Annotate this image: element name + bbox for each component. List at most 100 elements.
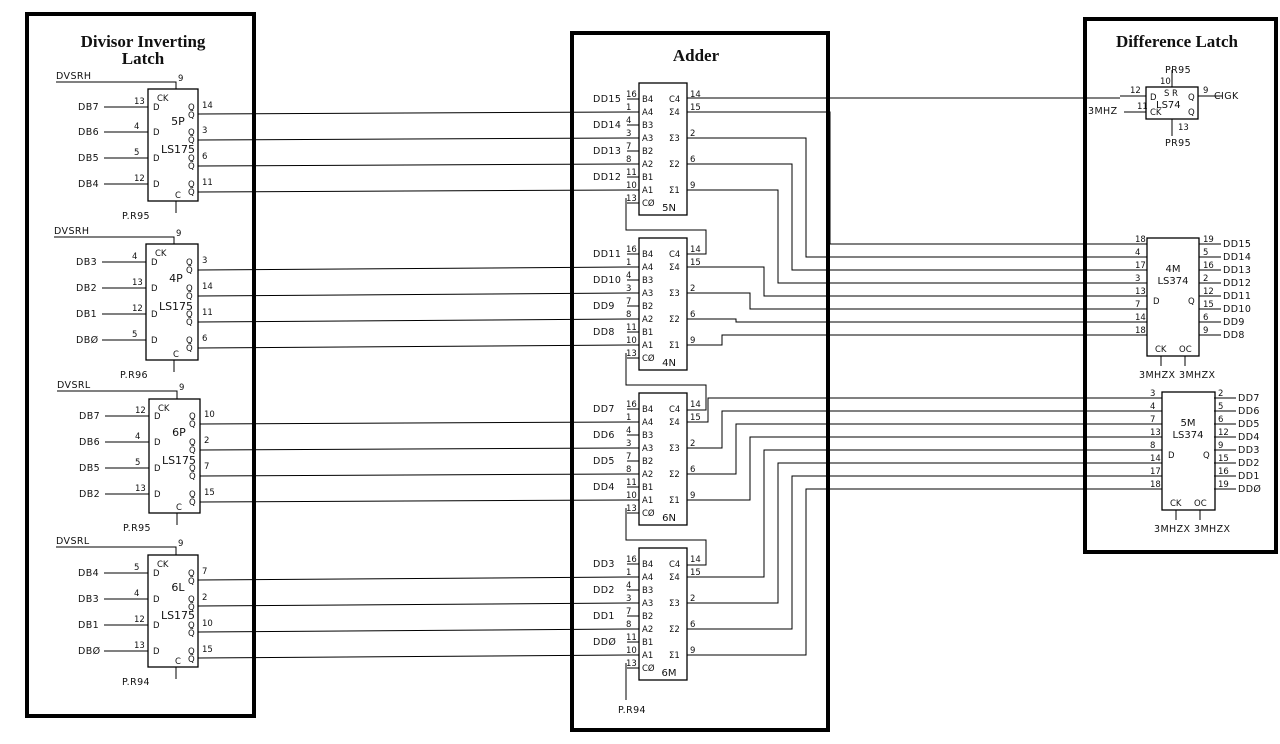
adder-out-label: Σ3 xyxy=(669,289,680,299)
latch-to-adder-wire xyxy=(197,189,628,193)
latch-input-pin: 13 xyxy=(135,484,146,494)
latch-d-label: D xyxy=(154,490,161,500)
reg4m-out-label: DD9 xyxy=(1223,317,1245,328)
latch-d-label: D xyxy=(154,438,161,448)
adder-out-label: Σ2 xyxy=(669,470,680,480)
adder-out-label: Σ2 xyxy=(669,315,680,325)
latch-output-pin: 3 xyxy=(202,256,207,266)
adder-pin-label: A2 xyxy=(642,315,653,325)
adder-out-pin: 2 xyxy=(690,439,695,449)
reg4m-out-label: DD10 xyxy=(1223,304,1251,315)
reg4m-out-pin: 5 xyxy=(1203,248,1208,258)
svg-text:LS74: LS74 xyxy=(1156,100,1181,111)
latch-to-adder-wire xyxy=(197,602,628,607)
reg4m-in-pin: 14 xyxy=(1135,313,1146,323)
reg5m-out-label: DD4 xyxy=(1238,432,1260,443)
latch-input-label: DB7 xyxy=(78,102,99,113)
adder-pin-number: 10 xyxy=(626,646,637,656)
adder-input-label: DD8 xyxy=(593,327,615,338)
latch-to-adder-wire xyxy=(197,137,628,141)
adder-pin-label: A2 xyxy=(642,470,653,480)
adder-pin-label: A1 xyxy=(642,341,653,351)
latch-qbar-label: Q̄ xyxy=(188,653,195,665)
adder-pin-number: 7 xyxy=(626,297,631,307)
latch-q-label: Q xyxy=(188,621,195,631)
latch-input-pin: 4 xyxy=(135,432,140,442)
latch-to-adder-wire xyxy=(197,292,628,297)
latch-qbar-label: Q̄ xyxy=(188,186,195,198)
adder-pin-label: A3 xyxy=(642,134,653,144)
reg5m-out-pin: 9 xyxy=(1218,441,1223,451)
adder-input-label: DD15 xyxy=(593,94,621,105)
latch-to-adder-wire xyxy=(199,499,628,503)
carry-chain-wires xyxy=(625,198,707,700)
latch-clock-wire xyxy=(54,236,175,244)
reg5m-d-label: D xyxy=(1168,451,1175,461)
left-section-frame xyxy=(25,12,256,718)
latch-ctl-label: P.R95 xyxy=(122,211,150,222)
latch-qbar-label: Q̄ xyxy=(189,496,196,508)
reg5m-out-label: DD5 xyxy=(1238,419,1260,430)
latch-qbar-label: Q̄ xyxy=(188,627,195,639)
latch-clock-pin: 9 xyxy=(179,383,184,393)
latch-ck-label: CK xyxy=(157,94,169,104)
latch-output-pin: 15 xyxy=(204,488,215,498)
adder-chip-id: 5N xyxy=(662,203,676,214)
latch-clock-pin: 9 xyxy=(178,539,183,549)
reg4m-in-pin: 18 xyxy=(1135,235,1146,245)
adder-pin-number: 3 xyxy=(626,594,631,604)
adder-pin-label: B2 xyxy=(642,147,653,157)
reg5m-out-label: DD2 xyxy=(1238,458,1260,469)
adder-out-label: Σ3 xyxy=(669,444,680,454)
adder-pin-label: B2 xyxy=(642,612,653,622)
adder-pin-number: 1 xyxy=(626,103,631,113)
svg-text:9: 9 xyxy=(1203,86,1208,96)
latch-input-pin: 5 xyxy=(134,563,139,573)
adder-chip-id: 6M xyxy=(662,668,677,679)
reg4m-in-pin: 3 xyxy=(1135,274,1140,284)
adder-out-label: C4 xyxy=(669,560,680,570)
reg4m-out-pin: 9 xyxy=(1203,326,1208,336)
adder-out-label: Σ2 xyxy=(669,160,680,170)
reg5m-out-pin: 2 xyxy=(1218,389,1223,399)
adder-out-pin: 9 xyxy=(690,181,695,191)
latch-qbar-label: Q̄ xyxy=(188,134,195,146)
latch-input-pin: 4 xyxy=(134,589,139,599)
adder-pin-label: B4 xyxy=(642,405,653,415)
latch-d-label: D xyxy=(151,310,158,320)
adder-pin-label: B2 xyxy=(642,457,653,467)
reg4m-out-pin: 2 xyxy=(1203,274,1208,284)
latch-q-label: Q xyxy=(188,595,195,605)
latch-output-pin: 10 xyxy=(202,619,213,629)
latch-to-adder-wire xyxy=(199,473,628,477)
latch-d-label: D xyxy=(153,595,160,605)
reg5m-id: 5M xyxy=(1181,418,1196,429)
latch-q-label: Q xyxy=(189,438,196,448)
middle-section-frame xyxy=(570,31,830,732)
adder-pin-label: A3 xyxy=(642,289,653,299)
adder-pin-label: B3 xyxy=(642,121,653,131)
latch-input-pin: 5 xyxy=(135,458,140,468)
latch-ck-label: CK xyxy=(157,560,169,570)
adder-pin-label: B3 xyxy=(642,586,653,596)
adder-out-pin: 15 xyxy=(690,413,701,423)
reg4m-oc-label: OC xyxy=(1179,345,1192,355)
adder-out-pin: 6 xyxy=(690,155,695,165)
latch-qbar-label: Q̄ xyxy=(186,342,193,354)
reg4m-out-pin: 12 xyxy=(1203,287,1214,297)
latch-d-label: D xyxy=(153,569,160,579)
svg-text:10: 10 xyxy=(1160,77,1171,87)
adder-input-label: DD9 xyxy=(593,301,615,312)
adder-pin-number: 4 xyxy=(626,271,631,281)
adder-pin-label: A1 xyxy=(642,496,653,506)
reg5m-oc-label: OC xyxy=(1194,499,1207,509)
adder-chip-6M xyxy=(638,547,688,681)
reg5m-out-pin: 19 xyxy=(1218,480,1229,490)
ff-preset-label: PR95 xyxy=(1165,65,1191,76)
adder-pin-label: B3 xyxy=(642,431,653,441)
latch-output-pin: 15 xyxy=(202,645,213,655)
adder-pin-number: 13 xyxy=(626,659,637,669)
latch-input-label: DB2 xyxy=(76,283,97,294)
reg5m-ck-label: CK xyxy=(1170,499,1182,509)
adder-input-label: DD6 xyxy=(593,430,615,441)
